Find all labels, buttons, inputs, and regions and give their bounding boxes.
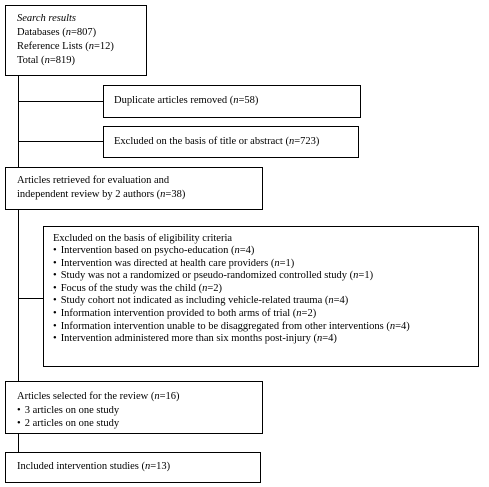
articles-retrieved-line1: Articles retrieved for evaluation and [17,175,170,186]
main-connector-middle [18,210,19,381]
search-results-box: Search results Databases (n=807) Referen… [5,5,147,76]
excluded-title-abstract-text: Excluded on the basis of title or abstra… [114,136,320,147]
eligibility-item: Study was not a randomized or pseudo-ran… [53,270,478,283]
connector-eligibility [18,298,43,299]
eligibility-item: Intervention based on psycho-education (… [53,245,478,258]
eligibility-item: Intervention was directed at health care… [53,258,478,271]
included-studies-text: Included intervention studies (n=13) [17,461,171,472]
selected-item: 2 articles on one study [17,417,262,430]
duplicates-removed-text: Duplicate articles removed (n=58) [114,95,259,106]
eligibility-item: Focus of the study was the child (n=2) [53,283,478,296]
eligibility-title: Excluded on the basis of eligibility cri… [53,233,233,244]
connector-excluded-title [18,141,103,142]
articles-selected-list: 3 articles on one study 2 articles on on… [17,404,262,430]
eligibility-item: Study cohort not indicated as including … [53,295,478,308]
main-connector-bottom [18,434,19,452]
reference-lists-count: Reference Lists (n=12) [17,41,114,52]
eligibility-item: Information intervention provided to bot… [53,308,478,321]
selected-item: 3 articles on one study [17,404,262,417]
databases-count: Databases (n=807) [17,27,97,38]
articles-retrieved-box: Articles retrieved for evaluation and in… [5,167,263,210]
eligibility-criteria-list: Intervention based on psycho-education (… [53,245,478,346]
articles-retrieved-line2: independent review by 2 authors (n=38) [17,189,186,200]
eligibility-item: Information intervention unable to be di… [53,321,478,334]
main-connector-top [18,76,19,167]
articles-selected-box: Articles selected for the review (n=16) … [5,381,263,434]
included-studies-box: Included intervention studies (n=13) [5,452,261,483]
eligibility-exclusions-box: Excluded on the basis of eligibility cri… [43,226,479,367]
articles-selected-title: Articles selected for the review (n=16) [17,391,180,402]
duplicates-removed-box: Duplicate articles removed (n=58) [103,85,361,118]
total-count: Total (n=819) [17,55,75,66]
eligibility-item: Intervention administered more than six … [53,333,478,346]
connector-duplicates [18,101,103,102]
excluded-title-abstract-box: Excluded on the basis of title or abstra… [103,126,359,158]
search-results-title: Search results [17,13,77,24]
